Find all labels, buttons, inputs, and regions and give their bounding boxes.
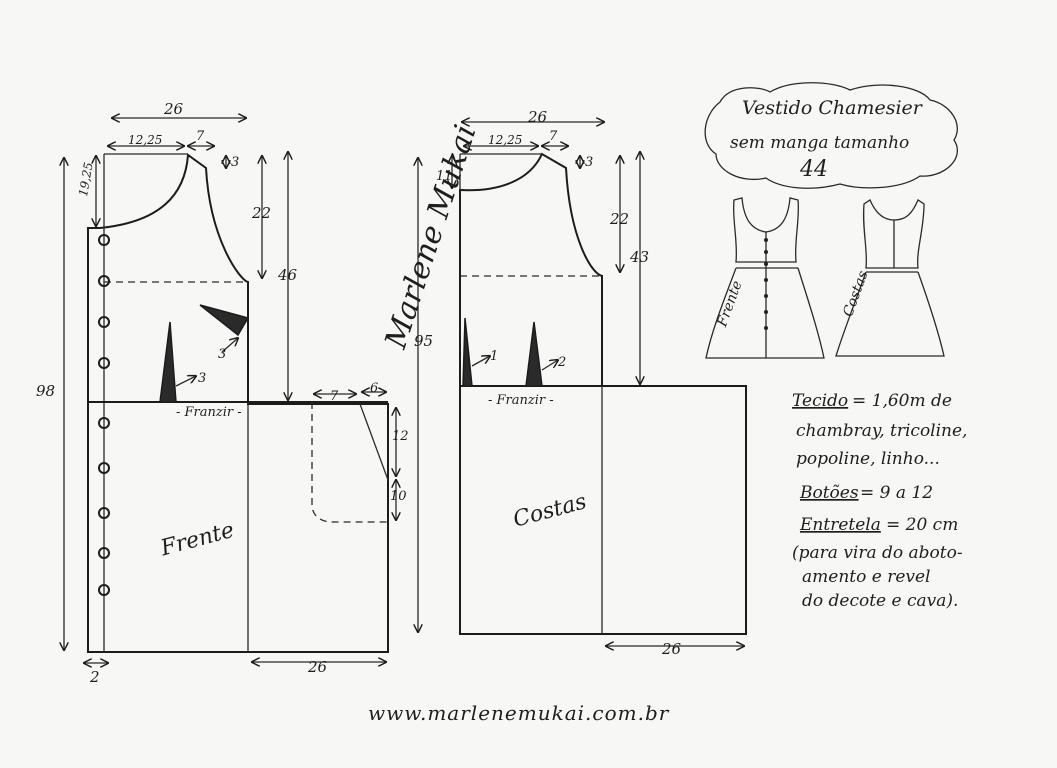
button-mark (98, 417, 110, 429)
front-pocket-width-label: 7 (330, 389, 339, 404)
front-sketch-bodice (732, 197, 800, 263)
front-pocket-side-label: 6 (370, 381, 378, 396)
front-sketch-skirt (705, 267, 825, 359)
front-skirt-width-label: 26 (307, 658, 328, 676)
front-dart-label: 3 (198, 371, 206, 386)
button-mark (98, 507, 110, 519)
back-width-label: 26 (527, 108, 548, 126)
front-gather-label: - Franzir - (176, 405, 242, 420)
sketch-button (764, 310, 768, 314)
front-bodice-label: 46 (277, 266, 298, 284)
front-shoulder-label: 7 (196, 129, 205, 144)
front-extension-label: 2 (89, 668, 100, 686)
back-center-dart-label: 2 (557, 355, 566, 370)
front-sketch-buttons (764, 238, 768, 330)
back-armhole-label: 22 (609, 210, 629, 228)
fabric-text-3: popoline, linho... (796, 449, 940, 469)
interfacing-note-2: amento e revel (802, 567, 931, 587)
interfacing-text: = 20 cm (886, 515, 958, 535)
front-pocket-bottom-label: 10 (390, 489, 407, 504)
back-side-dart (462, 317, 473, 387)
back-skirt-width-label: 26 (661, 640, 682, 658)
sketch-button (764, 294, 768, 298)
back-center-dart-arrow (541, 360, 558, 371)
front-shoulder-drop-label: 3 (231, 155, 239, 170)
back-shoulder-drop-label: 3 (585, 155, 593, 170)
title-line1: Vestido Chamesier (742, 97, 924, 119)
back-piece-label: Costas (511, 489, 590, 532)
front-piece-label: Frente (157, 518, 237, 562)
back-sketch-bodice (862, 199, 925, 269)
front-side-dart (199, 304, 250, 337)
interfacing-label: Entretela (799, 515, 881, 535)
fabric-text-2: chambray, tricoline, (796, 421, 967, 441)
back-bodice-label: 43 (629, 248, 649, 266)
button-mark (98, 547, 110, 559)
front-neck-depth-label: 19,25 (76, 161, 96, 197)
cloud-outline (704, 82, 958, 189)
back-sketch-skirt (835, 271, 945, 357)
fabric-text-1: = 1,60m de (852, 391, 952, 411)
back-side-dart-arrow (471, 356, 490, 367)
interfacing-note-1: (para vira do aboto- (792, 543, 963, 563)
back-total-label: 95 (414, 332, 433, 350)
front-dress-sketch: Frente (705, 197, 825, 359)
back-outline (459, 152, 747, 635)
sketch-button (764, 238, 768, 242)
front-outline (87, 153, 389, 653)
front-buttons (98, 234, 110, 596)
button-mark (98, 316, 110, 328)
website-footer: www.marlenemukai.com.br (368, 701, 670, 725)
front-pocket-outline (311, 402, 388, 523)
sketch-button (764, 278, 768, 282)
front-sketch-label: Frente (714, 279, 746, 330)
sketch-button (764, 262, 768, 266)
front-side-dart-arrow (221, 338, 238, 353)
interfacing-note-3: do decote e cava). (802, 591, 958, 611)
button-mark (98, 584, 110, 596)
button-mark (98, 357, 110, 369)
title-line2: sem manga tamanho (730, 133, 909, 153)
title-cloud: Vestido Chamesier sem manga tamanho 44 (704, 82, 958, 189)
back-neck-width-label: 12,25 (488, 133, 522, 147)
sketch-button (764, 250, 768, 254)
front-neck-width-label: 12,25 (128, 133, 162, 147)
front-side-dart-label: 3 (218, 347, 226, 362)
front-width-label: 26 (163, 100, 184, 118)
back-dress-sketch: Costas (835, 199, 945, 357)
back-shoulder-label: 7 (549, 129, 558, 144)
signature: Marlene Mukai (378, 121, 483, 354)
back-center-dart (525, 321, 543, 387)
front-dart-arrow (175, 376, 196, 387)
title-size: 44 (799, 157, 828, 182)
buttons-label: Botões (799, 483, 859, 503)
button-mark (98, 275, 110, 287)
front-pocket-height-label: 12 (392, 429, 409, 444)
front-armhole-label: 22 (251, 204, 271, 222)
front-pattern-piece: 26 12,25 7 3 19,25 22 46 98 2 26 7 6 12 … (36, 100, 409, 686)
front-total-label: 98 (36, 382, 55, 400)
materials-notes: Tecido = 1,60m de chambray, tricoline, p… (792, 391, 967, 611)
back-neck-depth-label: 11 (436, 169, 453, 184)
button-mark (98, 462, 110, 474)
sketch-button (764, 326, 768, 330)
back-side-dart-label: 1 (490, 349, 498, 364)
buttons-text: = 9 a 12 (860, 483, 933, 503)
back-gather-label: - Franzir - (488, 393, 554, 408)
front-waist-dart (159, 321, 177, 403)
back-sketch-label: Costas (840, 269, 871, 319)
front-pocket-slant (359, 403, 389, 481)
fabric-label: Tecido (792, 391, 848, 411)
button-mark (98, 234, 110, 246)
